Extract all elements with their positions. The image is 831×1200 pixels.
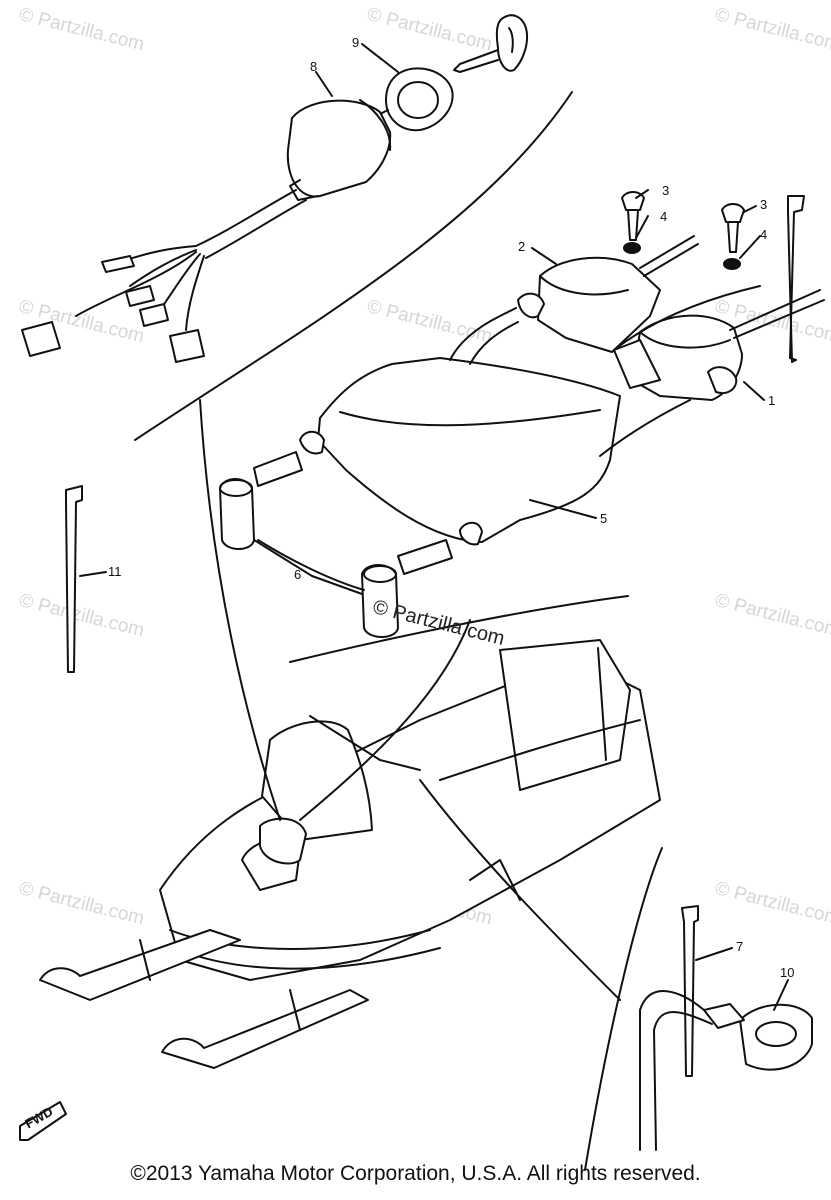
main-switch-part [21,99,392,363]
callout-4: 4 [660,209,668,224]
ignition-coil-part-1 [613,289,825,401]
ignition-switch-part [375,67,454,132]
forward-arrow-icon [19,1101,67,1141]
callout-4: 4 [760,227,768,242]
callout-9: 9 [352,35,360,50]
callout-5: 5 [600,511,608,526]
strap-part-7 [681,905,699,1077]
copyright-notice: ©2013 Yamaha Motor Corporation, U.S.A. A… [130,1162,701,1185]
cdi-unit-part-5 [299,307,691,546]
section-divider-middle [289,595,629,663]
callout-7: 7 [736,939,744,954]
snowmobile-body [39,399,661,1069]
spark-plug-cap-part [361,539,453,638]
washer-part [723,258,741,270]
callout-11: 11 [108,564,122,579]
washer-part [623,242,641,254]
strap-part-11 [65,485,83,673]
callout-10: 10 [780,965,795,980]
strap-part-top-right [787,195,805,363]
section-divider-top [134,91,573,441]
ignition-coil-part-2 [517,235,699,353]
callout-3: 3 [662,183,670,198]
callout-1: 1 [768,393,776,408]
callout-2: 2 [518,239,526,254]
stop-switch-part-10 [639,990,813,1151]
bolt-part [721,203,745,253]
section-divider-bottom [584,847,663,1171]
callout-6: 6 [294,567,302,582]
key-part [453,14,528,73]
bolt-part [621,191,645,241]
spark-plug-cap-part [219,451,303,550]
callout-8: 8 [310,59,318,74]
callout-3: 3 [760,197,768,212]
